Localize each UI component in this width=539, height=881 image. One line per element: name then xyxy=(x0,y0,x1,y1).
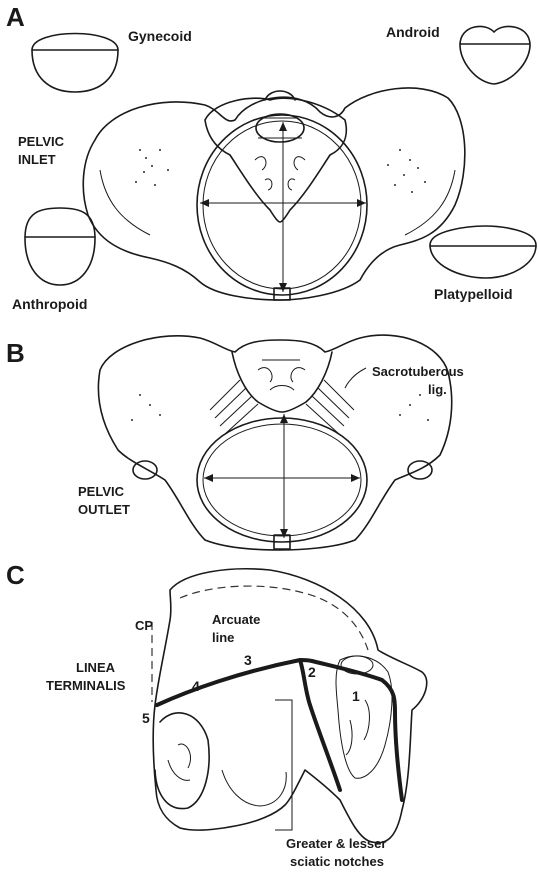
pubic-symphysis-a xyxy=(274,288,290,300)
panel-c-drawing xyxy=(152,569,427,843)
pelvic-outlet-label-line2: OUTLET xyxy=(78,502,130,518)
linea-terminalis-label-line2: TERMINALIS xyxy=(46,678,125,694)
segment-5-label: 5 xyxy=(142,710,150,726)
platypelloid-shape-icon xyxy=(430,226,536,278)
sacrotuberous-ligament-left xyxy=(210,380,258,434)
linea-terminalis-label-line1: LINEA xyxy=(76,660,115,676)
hip-bone-outline xyxy=(153,569,427,843)
sciatic-notches-label-line2: sciatic notches xyxy=(290,854,384,870)
pelvic-inlet-label-line2: INLET xyxy=(18,152,56,168)
acetabulum xyxy=(155,713,209,809)
anthropoid-label: Anthropoid xyxy=(12,296,87,312)
sacrotuberous-ligament-right xyxy=(306,380,354,434)
gynecoid-shape-icon xyxy=(32,34,118,93)
gynecoid-label: Gynecoid xyxy=(128,28,192,44)
anthropoid-shape-icon xyxy=(25,208,95,285)
obturator-region xyxy=(222,770,286,806)
sacrotuberous-label-line1: Sacrotuberous xyxy=(372,364,464,380)
arcuate-line xyxy=(157,660,312,705)
segment-2-label: 2 xyxy=(308,664,316,680)
sacrotuberous-label-line2: lig. xyxy=(428,382,447,398)
segment-3-label: 3 xyxy=(244,652,252,668)
panel-a-letter: A xyxy=(6,2,25,33)
android-label: Android xyxy=(386,24,440,40)
sacrotuberous-pointer xyxy=(345,368,366,388)
panel-a-drawing xyxy=(83,88,465,300)
segment-1-label: 1 xyxy=(352,688,360,704)
android-shape-icon xyxy=(460,26,530,84)
cp-label: CP xyxy=(135,618,153,634)
pelvic-outlet-label-line1: PELVIC xyxy=(78,484,124,500)
iliac-crest-inner xyxy=(180,586,368,650)
arcuate-line-label-line1: Arcuate xyxy=(212,612,260,628)
panel-b-letter: B xyxy=(6,338,25,369)
pelvic-outlet-ring xyxy=(197,418,367,542)
arcuate-line-label-line2: line xyxy=(212,630,234,646)
sciatic-notches-label-line1: Greater & lesser xyxy=(286,836,386,852)
segment-4-label: 4 xyxy=(192,678,200,694)
pelvis-inlet-outline xyxy=(83,88,465,300)
sacrum-posterior xyxy=(232,352,332,412)
panel-c-letter: C xyxy=(6,560,25,591)
platypelloid-label: Platypelloid xyxy=(434,286,513,302)
pelvic-inlet-label-line1: PELVIC xyxy=(18,134,64,150)
